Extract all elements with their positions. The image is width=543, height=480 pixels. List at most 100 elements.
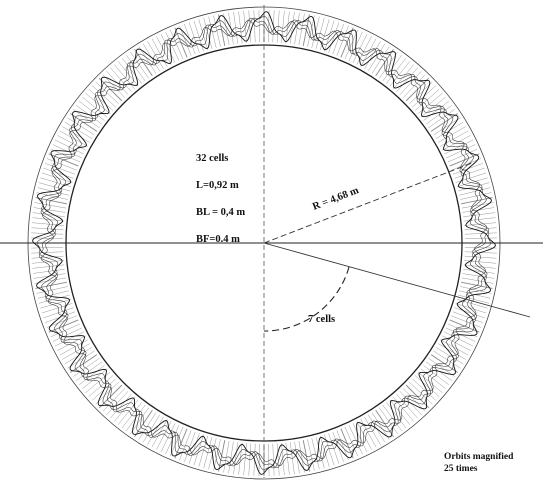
magnet-hatch-line <box>444 139 474 155</box>
magnet-hatch-line <box>34 277 67 284</box>
magnet-hatch-line <box>268 10 270 43</box>
magnet-hatch-line <box>36 192 68 200</box>
magnet-hatch-line <box>409 381 433 405</box>
cells-count-label: 32 cells <box>196 153 228 164</box>
magnet-hatch-line <box>336 430 349 461</box>
magnet-hatch-line <box>462 273 495 279</box>
magnet-hatch-line <box>59 130 88 147</box>
magnet-hatch-line <box>447 323 478 338</box>
magnet-hatch-line <box>451 315 482 328</box>
magnet-hatch-line <box>193 20 204 52</box>
magnet-hatch-line <box>79 365 105 386</box>
magnet-hatch-line <box>92 85 116 108</box>
magnet-hatch-line <box>452 311 484 323</box>
magnet-hatch-line <box>344 29 359 60</box>
magnet-hatch-line <box>44 163 76 175</box>
magnet-hatch-line <box>248 10 252 43</box>
magnet-hatch-line <box>165 31 180 61</box>
angle-arc <box>263 266 350 332</box>
magnet-hatch-line <box>208 16 217 48</box>
magnet-hatch-line <box>409 81 433 105</box>
magnet-hatch-line <box>417 93 443 114</box>
magnet-hatch-line <box>285 11 290 44</box>
magnet-hatch-line <box>142 414 160 443</box>
magnet-hatch-line <box>156 36 172 65</box>
orbit-note-line-2: 25 times <box>444 464 478 474</box>
magnet-hatch-line <box>179 430 192 461</box>
magnet-hatch-line <box>298 13 305 46</box>
magnet-hatch-line <box>328 22 340 53</box>
magnet-hatch-line <box>402 74 426 98</box>
magnet-hatch-line <box>114 64 135 90</box>
magnet-hatch-line <box>311 438 320 470</box>
magnet-hatch-line <box>238 11 243 44</box>
magnet-hatch-line <box>360 38 377 67</box>
magnet-hatch-line <box>31 255 64 259</box>
magnet-hatch-line <box>126 54 146 82</box>
magnet-hatch-line <box>437 343 466 360</box>
magnet-hatch-line <box>268 443 270 476</box>
magnet-hatch-line <box>425 105 453 125</box>
magnet-hatch-line <box>85 372 111 393</box>
magnet-hatch-line <box>169 29 184 60</box>
magnet-hatch-line <box>203 17 213 49</box>
magnet-hatch-line <box>461 277 494 284</box>
magnet-hatch-line <box>114 396 135 422</box>
magnet-hatch-line <box>37 290 69 299</box>
magnet-hatch-line <box>223 13 230 46</box>
magnet-hatch-line <box>356 421 372 450</box>
magnet-hatch-line <box>446 144 476 159</box>
magnet-hatch-line <box>62 126 91 143</box>
magnet-hatch-line <box>253 10 256 43</box>
magnet-hatch-line <box>57 335 86 351</box>
magnet-hatch-line <box>95 81 119 105</box>
magnet-hatch-line <box>106 391 129 415</box>
magnet-hatch-line <box>461 202 494 209</box>
magnet-hatch-line <box>73 358 100 377</box>
magnet-hatch-line <box>428 358 455 377</box>
magnet-hatch-line <box>198 19 208 51</box>
magnet-hatch-line <box>73 109 100 128</box>
magnet-hatch-line <box>447 148 478 163</box>
magnet-hatch-line <box>393 64 414 90</box>
magnet-hatch-line <box>320 435 330 467</box>
magnet-hatch-line <box>454 307 485 319</box>
magnet-hatch-line <box>460 286 492 294</box>
orbit-note-line-1: Orbits magnified <box>444 452 514 462</box>
magnet-hatch-line <box>38 294 70 304</box>
magnet-hatch-line <box>414 375 440 397</box>
magnet-hatch-line <box>138 412 157 440</box>
magnet-hatch-line <box>67 117 95 136</box>
magnet-hatch-line <box>160 33 176 63</box>
magnet-hatch-line <box>307 15 315 47</box>
magnet-hatch-line <box>82 368 108 390</box>
magnet-hatch-line <box>31 237 64 239</box>
magnet-hatch-line <box>243 10 247 43</box>
magnet-hatch-line <box>169 426 184 457</box>
magnet-hatch-line <box>238 442 243 475</box>
magnet-hatch-line <box>281 443 285 476</box>
magnet-hatch-line <box>223 440 230 473</box>
magnet-hatch-line <box>85 93 111 114</box>
magnet-hatch-line <box>455 303 487 314</box>
magnet-hatch-line <box>276 443 280 476</box>
magnet-hatch-line <box>451 158 482 171</box>
angle-label: 7 cells <box>308 314 335 325</box>
magnet-hatch-line <box>433 117 461 136</box>
magnet-hatch-line <box>371 46 390 74</box>
magnet-hatch-line <box>294 12 300 45</box>
magnet-hatch-line <box>31 251 64 254</box>
magnet-hatch-line <box>364 41 381 70</box>
angle-line <box>263 242 531 318</box>
magnet-hatch-line <box>463 264 496 269</box>
magnet-hatch-line <box>43 167 74 179</box>
magnet-hatch-line <box>130 52 149 79</box>
magnet-hatch-line <box>455 172 487 183</box>
magnet-hatch-line <box>228 441 234 474</box>
magnet-hatch-line <box>442 135 471 151</box>
magnet-hatch-line <box>67 350 95 369</box>
magnet-hatch-line <box>130 407 149 434</box>
magnet-hatch-line <box>386 402 407 428</box>
magnet-hatch-line <box>379 407 398 434</box>
